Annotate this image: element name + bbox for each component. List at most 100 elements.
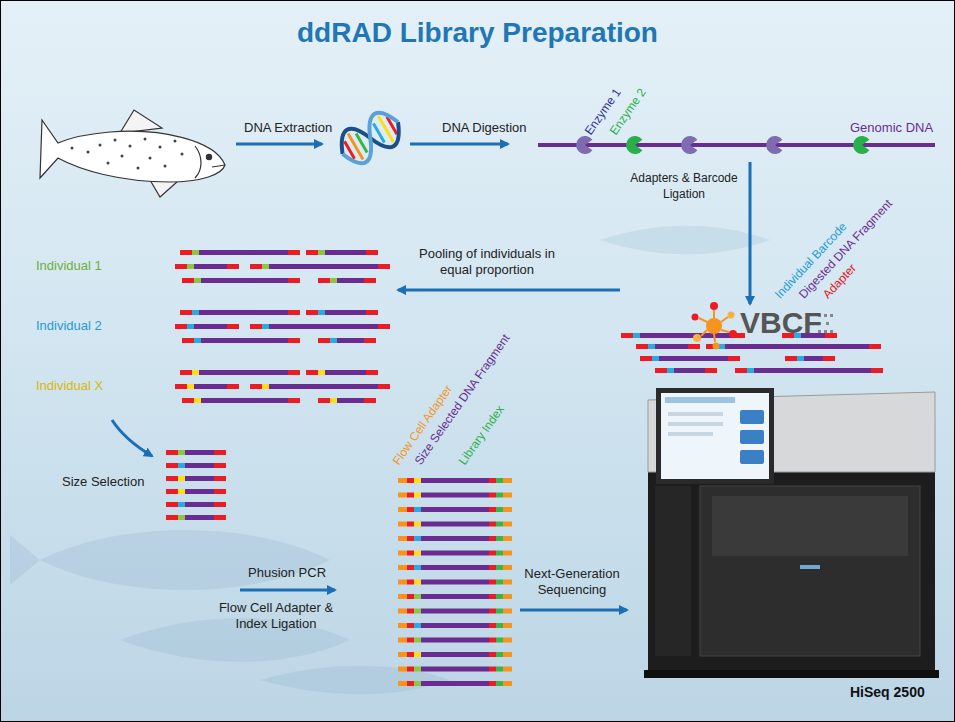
fragment-segment (503, 609, 512, 614)
fragment-segment (489, 638, 496, 643)
fragment-segment (503, 681, 512, 686)
fragment-segment (421, 638, 489, 643)
fragment-segment (214, 463, 226, 468)
fragment-segment (166, 502, 178, 507)
fragment-segment (178, 489, 185, 494)
fragment-segment (407, 609, 414, 614)
fragment-segment (194, 384, 227, 389)
step-label: HiSeq 2500 (850, 684, 925, 700)
fragment-segment (378, 384, 390, 389)
step-label: Size Selection (62, 474, 144, 490)
fragment-segment (199, 310, 288, 315)
fragment-segment (421, 609, 489, 614)
fragment-segment (785, 356, 797, 361)
fragment-segment (421, 536, 489, 541)
fragment-segment (869, 344, 881, 349)
fragment-segment (414, 638, 421, 643)
fragment-segment (178, 515, 185, 520)
fragment-segment (269, 324, 378, 329)
fragment-segment (269, 264, 378, 269)
fragment-segment (337, 278, 364, 283)
fragment-segment (337, 398, 364, 403)
fragment-segment (503, 551, 512, 556)
fragment-segment (325, 370, 366, 375)
fragment-segment (318, 278, 330, 283)
fragment-segment (489, 652, 496, 657)
fragment-segment (398, 522, 407, 527)
fragment-segment (503, 493, 512, 498)
fragment-segment (330, 398, 337, 403)
fragment-segment (306, 250, 318, 255)
fragment-segment (414, 478, 421, 483)
fragment-segment (318, 250, 325, 255)
fragment-segment (227, 384, 239, 389)
fragment-segment (214, 502, 226, 507)
fragment-segment (871, 368, 883, 373)
fragment-segment (201, 338, 288, 343)
fragment-segment (398, 638, 407, 643)
fragment-segment (262, 264, 269, 269)
fragment-segment (496, 681, 503, 686)
genomic-dna-line (538, 143, 935, 147)
fragment-segment (414, 681, 421, 686)
fragment-segment (214, 476, 226, 481)
fragment-segment (496, 652, 503, 657)
fragment-segment (201, 398, 288, 403)
fragment-segment (201, 278, 288, 283)
fragment-segment (318, 370, 325, 375)
fragment-segment (288, 370, 300, 375)
fragment-segment (166, 489, 178, 494)
fragment-segment (489, 551, 496, 556)
fragment-segment (187, 324, 194, 329)
fragment-segment (407, 623, 414, 628)
fragment-segment (496, 536, 503, 541)
fragment-segment (407, 565, 414, 570)
fragment-segment (330, 278, 337, 283)
fragment-segment (407, 580, 414, 585)
fragment-segment (180, 250, 192, 255)
fragment-segment (378, 324, 390, 329)
fragment-segment (407, 638, 414, 643)
fragment-segment (194, 278, 201, 283)
fragment-segment (187, 264, 194, 269)
fragment-segment (250, 324, 262, 329)
fragment-segment (337, 338, 364, 343)
fragment-segment (825, 333, 837, 338)
fragment-segment (421, 522, 489, 527)
fragment-segment (398, 681, 407, 686)
step-label: Pooling of individuals in equal proporti… (410, 246, 564, 278)
fragment-segment (407, 681, 414, 686)
fragment-segment (398, 580, 407, 585)
fragment-segment (489, 623, 496, 628)
fragment-segment (325, 310, 366, 315)
diagram-title: ddRAD Library Preparation (0, 16, 955, 50)
fragment-segment (503, 580, 512, 585)
fragment-segment (421, 580, 489, 585)
fragment-segment (378, 264, 390, 269)
fragment-segment (489, 594, 496, 599)
fragment-segment (366, 370, 378, 375)
fragment-segment (503, 667, 512, 672)
fragment-segment (318, 398, 330, 403)
fragment-segment (178, 502, 185, 507)
fragment-segment (489, 493, 496, 498)
fragment-segment (496, 551, 503, 556)
fragment-segment (414, 623, 421, 628)
fragment-segment (185, 476, 214, 481)
fragment-segment (227, 264, 239, 269)
fragment-segment (414, 594, 421, 599)
fragment-segment (288, 250, 300, 255)
fragment-segment (414, 667, 421, 672)
fragment-segment (192, 310, 199, 315)
fragment-segment (496, 478, 503, 483)
fragment-segment (364, 398, 376, 403)
fragment-segment (175, 264, 187, 269)
fragment-segment (325, 250, 366, 255)
sequencer-illustration (644, 388, 939, 678)
fragment-segment (407, 507, 414, 512)
fragment-segment (823, 356, 835, 361)
fragment-segment (407, 522, 414, 527)
fragment-segment (503, 507, 512, 512)
fragment-segment (214, 489, 226, 494)
